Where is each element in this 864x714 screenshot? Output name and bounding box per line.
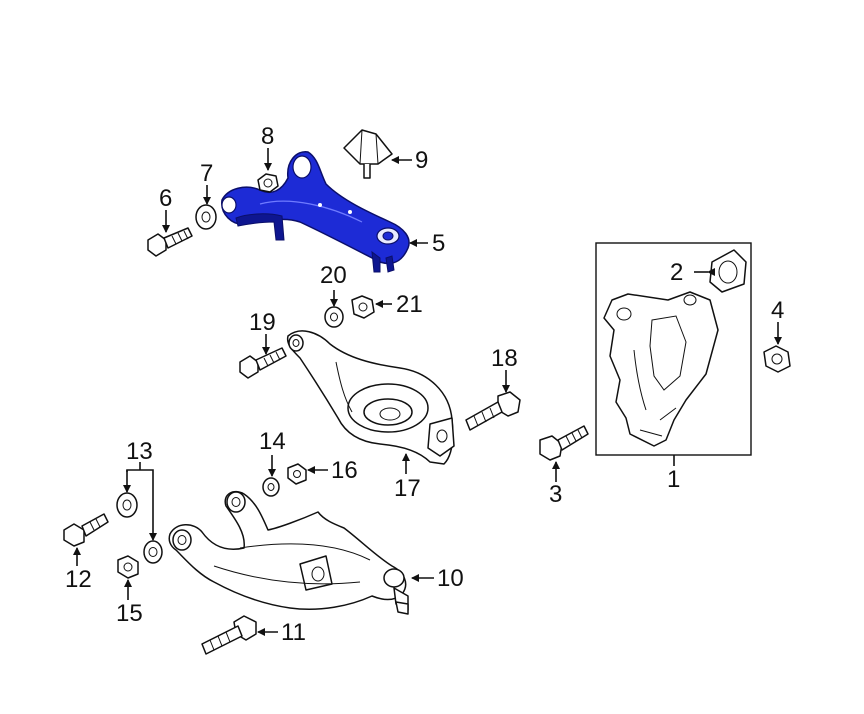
washer-7[interactable] [195,204,217,230]
bushing-2[interactable] [709,249,747,293]
lower-control-arm[interactable] [168,490,409,615]
nut-16[interactable] [287,463,307,485]
callout-16: 16 [331,457,358,484]
callout-5: 5 [432,230,445,257]
bolt-6[interactable] [147,227,193,257]
nut-8[interactable] [257,173,279,193]
callout-12: 12 [65,566,92,593]
callout-3: 3 [549,481,562,508]
callout-8: 8 [261,123,274,150]
callout-17: 17 [394,475,421,502]
bolt-11[interactable] [201,615,257,655]
callout-14: 14 [259,428,286,455]
callout-20: 20 [320,262,347,289]
washer-14[interactable] [262,477,280,497]
callout-13: 13 [126,438,153,465]
bolt-18[interactable] [465,391,521,431]
callout-19: 19 [249,309,276,336]
washer-13a[interactable] [116,492,138,518]
callout-4: 4 [771,297,784,324]
knuckle-assembly-box[interactable] [595,242,752,456]
callout-15: 15 [116,600,143,627]
upper-control-arm-highlighted[interactable] [221,151,410,273]
callout-10: 10 [437,565,464,592]
washer-13b[interactable] [143,540,163,564]
callout-6: 6 [159,185,172,212]
callout-18: 18 [491,345,518,372]
callout-9: 9 [415,147,428,174]
callout-7: 7 [200,160,213,187]
nut-4[interactable] [763,345,791,373]
callout-1: 1 [667,466,680,493]
leader-lines [73,148,782,636]
washer-20[interactable] [324,306,344,328]
callout-21: 21 [396,291,423,318]
bolt-19[interactable] [239,347,287,379]
nut-15[interactable] [117,555,139,579]
spring-lower-arm[interactable] [286,330,455,465]
bolt-3[interactable] [539,425,589,461]
callout-11: 11 [281,619,306,646]
callout-2: 2 [670,259,683,286]
bump-stop-mount[interactable] [343,129,393,179]
bolt-12[interactable] [63,513,109,547]
nut-21[interactable] [351,295,375,319]
